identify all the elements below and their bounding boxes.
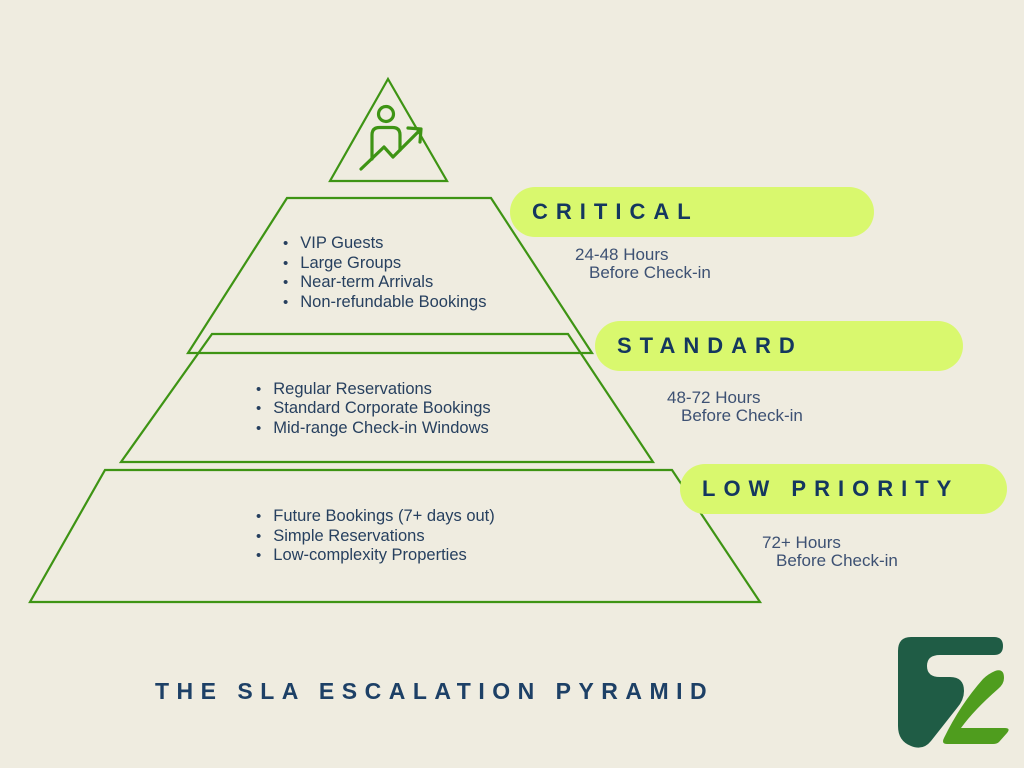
tier2-sla-window: 48-72 Hours Before Check-in bbox=[667, 389, 803, 425]
bullet-icon: • bbox=[256, 547, 262, 565]
tier-label-critical: CRITICAL bbox=[510, 187, 874, 237]
sla-detail: Before Check-in bbox=[589, 263, 711, 282]
tier1-item-list: •VIP Guests •Large Groups •Near-term Arr… bbox=[283, 234, 486, 312]
list-item: •Large Groups bbox=[283, 253, 402, 272]
bullet-icon: • bbox=[256, 527, 262, 545]
tier-label-text: LOW PRIORITY bbox=[702, 476, 960, 501]
tier-label-low-priority: LOW PRIORITY bbox=[680, 464, 1007, 514]
list-item: •Non-refundable Bookings bbox=[283, 292, 487, 311]
tier3-outline bbox=[28, 468, 763, 604]
bullet-icon: • bbox=[283, 235, 289, 252]
list-item: •Mid-range Check-in Windows bbox=[256, 418, 489, 437]
sla-detail: Before Check-in bbox=[681, 406, 803, 425]
tier-label-standard: STANDARD bbox=[595, 321, 963, 371]
list-item: •Future Bookings (7+ days out) bbox=[256, 507, 495, 525]
tier-label-text: CRITICAL bbox=[532, 199, 699, 224]
apex-triangle bbox=[328, 76, 449, 183]
list-item: •Regular Reservations bbox=[256, 380, 432, 398]
bullet-icon: • bbox=[256, 400, 262, 418]
bullet-icon: • bbox=[256, 419, 262, 437]
list-item: •Near-term Arrivals bbox=[283, 273, 434, 291]
tier3-sla-window: 72+ Hours Before Check-in bbox=[762, 534, 898, 570]
bullet-icon: • bbox=[283, 274, 289, 291]
tier3-item-list: •Future Bookings (7+ days out) •Simple R… bbox=[256, 507, 495, 566]
bullet-icon: • bbox=[283, 293, 289, 311]
list-item: •Simple Reservations bbox=[256, 526, 425, 545]
tier2-outline bbox=[118, 332, 656, 464]
list-item: •Low-complexity Properties bbox=[256, 546, 467, 565]
sla-hours: 72+ Hours bbox=[762, 533, 841, 552]
page-title: THE SLA ESCALATION PYRAMID bbox=[155, 678, 715, 704]
bullet-icon: • bbox=[256, 508, 262, 525]
sla-detail: Before Check-in bbox=[776, 551, 898, 570]
list-item: •VIP Guests bbox=[283, 234, 384, 252]
tier2-item-list: •Regular Reservations •Standard Corporat… bbox=[256, 380, 491, 438]
sla-hours: 24-48 Hours bbox=[575, 245, 669, 264]
list-item: •Standard Corporate Bookings bbox=[256, 399, 491, 418]
bullet-icon: • bbox=[283, 254, 289, 272]
person-with-rising-arrow-icon bbox=[359, 104, 423, 171]
logo-light-shape bbox=[943, 670, 1009, 744]
tier1-sla-window: 24-48 Hours Before Check-in bbox=[575, 246, 711, 282]
brand-logo bbox=[898, 637, 1009, 748]
logo-dark-shape bbox=[898, 637, 1003, 748]
tier1-outline bbox=[185, 196, 595, 355]
tier-label-text: STANDARD bbox=[617, 333, 803, 358]
bullet-icon: • bbox=[256, 381, 262, 398]
sla-hours: 48-72 Hours bbox=[667, 388, 761, 407]
